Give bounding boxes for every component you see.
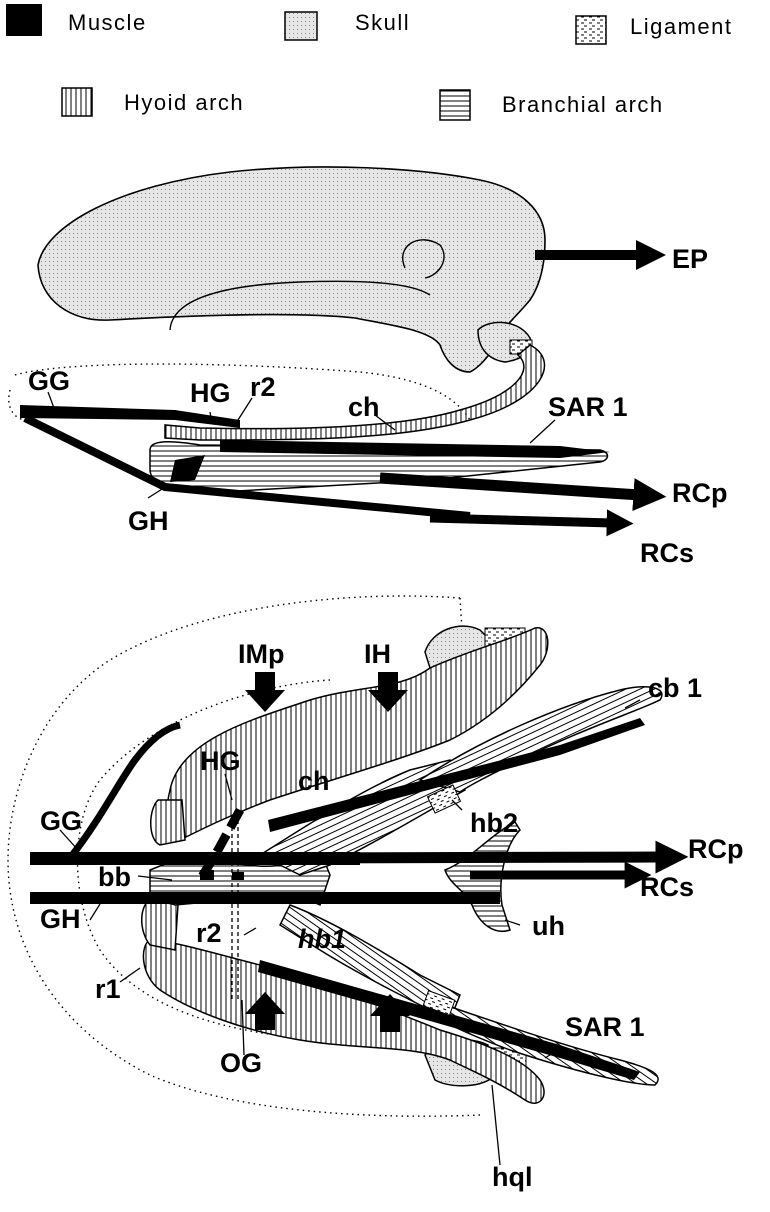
label-hb1: hb1 [298, 924, 346, 954]
label-r2-lateral: r2 [250, 372, 276, 402]
muscle-block-bb [200, 870, 214, 880]
label-hg-lateral: HG [190, 378, 231, 408]
legend-label-muscle: Muscle [68, 10, 147, 35]
muscle-gg-lateral [20, 405, 240, 428]
lateral-view: EP GG HG r2 ch SAR 1 RCp GH RCs [9, 167, 728, 568]
label-r1: r1 [95, 974, 121, 1004]
label-imp: IMp [238, 639, 285, 669]
skull-swatch [285, 12, 317, 40]
arrow-imp [245, 672, 285, 712]
label-sar1-ventral: SAR 1 [565, 1012, 645, 1042]
label-cb1: cb 1 [648, 673, 702, 703]
muscle-rcp-ventral [265, 857, 662, 858]
label-uh: uh [532, 911, 565, 941]
legend: Muscle Skull Ligament Hyoid arch Branchi… [6, 4, 733, 120]
label-hg-ventral: HG [200, 746, 241, 776]
outline-tick [460, 598, 462, 630]
hyoid-arch-swatch [62, 88, 92, 116]
muscle-swatch [6, 4, 42, 36]
branchial-arch-swatch [440, 90, 470, 120]
label-gg-lateral: GG [28, 366, 70, 396]
label-rcp-ventral: RCp [688, 834, 744, 864]
label-ih: IH [364, 639, 391, 669]
label-hb2: hb2 [470, 808, 518, 838]
muscle-rcp-lateral [380, 478, 640, 495]
label-ep: EP [672, 244, 708, 274]
legend-label-hyoid-arch: Hyoid arch [124, 90, 244, 115]
label-rcs-lateral: RCs [640, 538, 694, 568]
label-rcp-lateral: RCp [672, 478, 728, 508]
legend-item-hyoid-arch: Hyoid arch [62, 88, 244, 116]
label-bb: bb [98, 862, 131, 892]
legend-item-skull: Skull [285, 10, 410, 40]
upper-lobe [151, 800, 185, 845]
label-gh-lateral: GH [128, 506, 169, 536]
label-r2-ventral: r2 [196, 918, 222, 948]
ventral-view: IMp IH cb 1 HG ch hb2 GG RCp bb RCs GH r… [8, 596, 744, 1192]
legend-label-branchial-arch: Branchial arch [502, 92, 664, 117]
muscle-rcs-lateral [430, 518, 612, 523]
label-ch-ventral: ch [298, 766, 330, 796]
label-rcs-ventral: RCs [640, 872, 694, 902]
legend-label-ligament: Ligament [630, 14, 733, 39]
skull-lateral [38, 167, 545, 372]
label-og: OG [220, 1048, 262, 1078]
legend-item-branchial-arch: Branchial arch [440, 90, 664, 120]
ligament-swatch [576, 16, 606, 44]
label-gh-ventral: GH [40, 904, 81, 934]
label-hql: hql [492, 1162, 533, 1192]
muscle-gh-bar [30, 892, 500, 904]
legend-item-ligament: Ligament [576, 14, 733, 44]
label-gg-ventral: GG [40, 806, 82, 836]
label-ch-lateral: ch [348, 392, 380, 422]
legend-item-muscle: Muscle [6, 4, 147, 36]
label-sar1-lateral: SAR 1 [548, 392, 628, 422]
legend-label-skull: Skull [355, 10, 410, 35]
